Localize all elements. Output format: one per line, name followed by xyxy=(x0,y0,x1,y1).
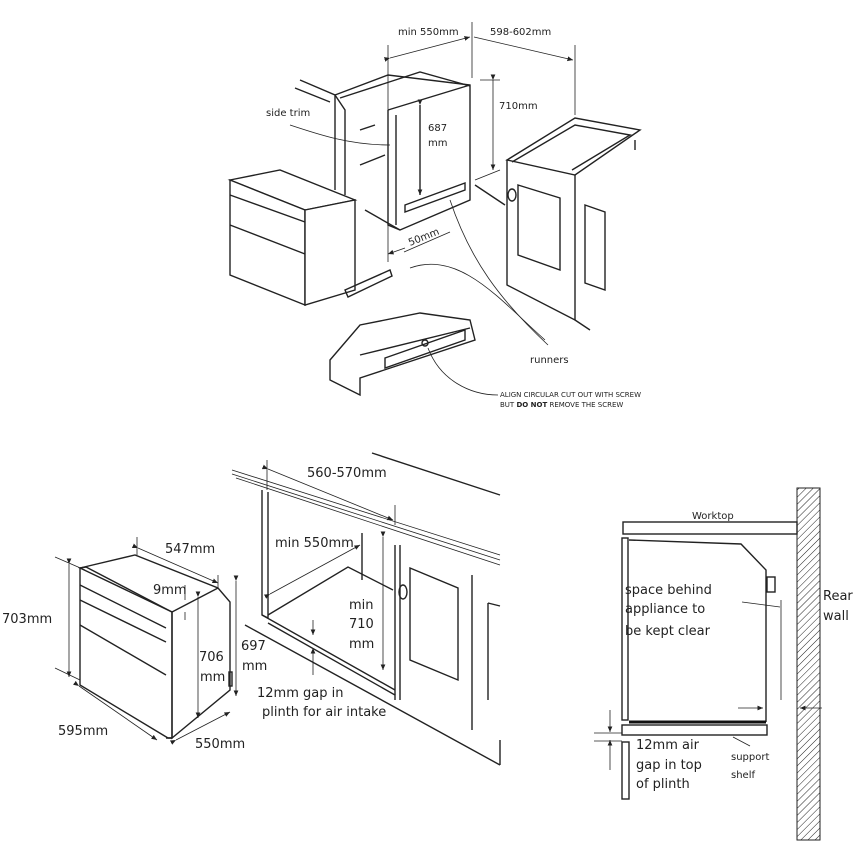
label-shelf-line1: support xyxy=(731,752,769,763)
side-section-view xyxy=(594,487,822,841)
note-align-line1: ALIGN CIRCULAR CUT OUT WITH SCREW xyxy=(500,391,641,399)
label-space-line2: appliance to xyxy=(625,602,705,617)
label-cavity-min-depth: min 550mm xyxy=(275,536,354,551)
top-installation-view xyxy=(227,22,642,397)
label-gap-line2: plinth for air intake xyxy=(262,705,386,720)
label-cavity-width: 560-570mm xyxy=(307,466,387,481)
label-body-height-value: 706 xyxy=(199,650,224,665)
label-space-line1: space behind xyxy=(625,583,712,598)
label-runner-offset: 50mm xyxy=(407,227,441,249)
label-side-trim: side trim xyxy=(266,108,310,119)
label-width-range-top: 598-602mm xyxy=(490,27,551,38)
label-trim: 9mm xyxy=(153,583,187,598)
label-gap-line1: 12mm gap in xyxy=(257,686,343,701)
label-width: 595mm xyxy=(58,724,108,739)
label-rear-line2: wall xyxy=(823,609,849,624)
label-air-line3: of plinth xyxy=(636,777,690,792)
label-depth-top: 547mm xyxy=(165,542,215,557)
label-rear-height-value: 697 xyxy=(241,639,266,654)
label-cavity-mm: mm xyxy=(349,637,374,652)
label-rear-line1: Rear xyxy=(823,589,853,604)
label-air-line1: 12mm air xyxy=(636,738,700,753)
label-shelf-line2: shelf xyxy=(731,770,755,781)
label-space-line3: be kept clear xyxy=(625,624,711,639)
label-worktop: Worktop xyxy=(692,511,734,522)
label-runners: runners xyxy=(530,355,569,366)
note-align-line2: BUT DO NOT REMOVE THE SCREW xyxy=(500,401,623,409)
label-inner-height-value: 687 xyxy=(428,123,447,134)
label-min-depth-top: min 550mm xyxy=(398,27,459,38)
appliance-dimensions-view xyxy=(54,537,239,745)
label-rear-height-unit: mm xyxy=(242,659,267,674)
label-height-top: 710mm xyxy=(499,101,538,112)
cavity-dimensions-view xyxy=(231,452,501,766)
label-body-height-unit: mm xyxy=(200,670,225,685)
label-front-height: 703mm xyxy=(2,612,52,627)
label-cavity-min: min xyxy=(349,598,374,613)
label-inner-height-unit: mm xyxy=(428,138,447,149)
label-depth: 550mm xyxy=(195,737,245,752)
label-cavity-710: 710 xyxy=(349,617,374,632)
label-air-line2: gap in top xyxy=(636,758,702,773)
